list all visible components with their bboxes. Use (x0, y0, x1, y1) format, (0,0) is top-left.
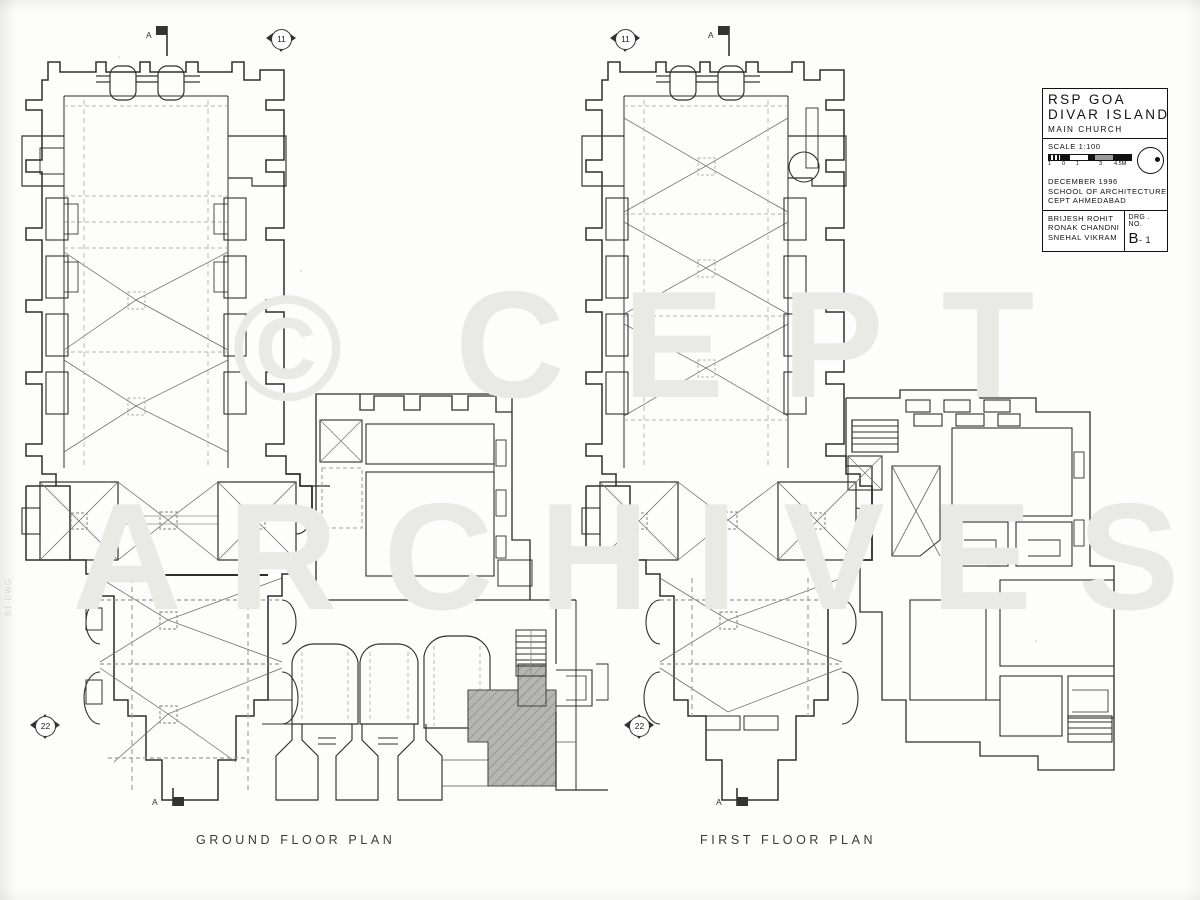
drawing-number-label: DRG . NO. (1128, 213, 1150, 228)
grid-bubble-label: 22 (629, 716, 650, 737)
grid-bubble-22-first: 22 (622, 714, 656, 740)
author-row: BRIJESH ROHIT (1048, 213, 1114, 223)
paved-courtyard (467, 663, 557, 787)
author-row: RONAK CHANDNI (1048, 223, 1120, 233)
lower-nave (83, 574, 299, 790)
institution-line2: CEPT AHMEDABAD (1048, 196, 1127, 206)
title-block-scale-info: SCALE 1:100 1 0 1 3 4.5M (1043, 139, 1167, 211)
title-block: RSP GOA DIVAR ISLAND MAIN CHURCH SCALE 1… (1042, 88, 1168, 252)
grid-bubble-11-first: 11 (608, 27, 642, 53)
staircase-first (851, 419, 899, 453)
nave-vaults (63, 100, 229, 468)
annex-rooms (319, 419, 533, 587)
title-block-project: RSP GOA DIVAR ISLAND MAIN CHURCH (1043, 89, 1167, 139)
scan-speck (300, 270, 302, 272)
nave-outer-wall (25, 61, 313, 801)
scale-tick-labels: 1 0 1 3 4.5M (1048, 160, 1127, 167)
scan-speck (1035, 640, 1037, 642)
chapel-arcade (262, 635, 491, 801)
scale-bar (1048, 153, 1132, 161)
ground-floor-plan (21, 61, 609, 801)
project-subject: MAIN CHURCH (1048, 125, 1123, 134)
first-floor-plan (581, 61, 1115, 801)
transept-walls (25, 486, 313, 561)
ground-floor-plan-caption: GROUND FLOOR PLAN (196, 833, 396, 847)
first-floor-east-wing (845, 389, 1115, 771)
author-row: SNEHAL VIKRAM (1048, 232, 1118, 242)
grid-bubble-22-ground: 22 (28, 714, 62, 740)
drawing-date: DECEMBER 1996 (1048, 177, 1118, 186)
grid-bubble-label: 11 (271, 29, 292, 50)
first-floor-plan-caption: FIRST FLOOR PLAN (700, 833, 877, 847)
staircase-first-lower (1067, 715, 1113, 743)
scan-speck (640, 350, 642, 352)
drawing-number-value: B- 1 (1128, 229, 1152, 247)
right-annex (296, 393, 531, 601)
grid-bubble-11-ground: 11 (264, 27, 298, 53)
right-transept (217, 481, 310, 561)
choir-loft (581, 107, 847, 187)
section-marker-a-bottom-right: A (716, 788, 756, 814)
title-block-footer: BRIJESH ROHIT RONAK CHANDNI SNEHAL VIKRA… (1043, 210, 1167, 251)
crossing-vault (117, 481, 219, 561)
staircase-ground (515, 629, 547, 677)
tower-chambers (21, 135, 287, 187)
annex-east-rooms (530, 599, 609, 791)
section-marker-a-top-right: A (708, 26, 748, 60)
scan-speck (118, 56, 120, 58)
project-name-line2: DIVAR ISLAND (1048, 107, 1170, 122)
grid-bubble-label: 11 (615, 29, 636, 50)
project-name-line1: RSP GOA (1048, 92, 1127, 107)
nave-piers (45, 197, 247, 415)
facade-pilasters (96, 65, 200, 101)
grid-bubble-label: 22 (35, 716, 56, 737)
section-marker-a-top-left: A (146, 26, 186, 60)
scale-label: SCALE 1:100 (1048, 142, 1101, 151)
section-marker-a-bottom-left: A (152, 788, 192, 814)
author-list: BRIJESH ROHIT RONAK CHANDNI SNEHAL VIKRA… (1043, 210, 1125, 251)
left-transept (21, 481, 119, 561)
nave-outer-wall-first (585, 61, 873, 801)
institution-line1: SCHOOL OF ARCHITECTURE (1048, 186, 1167, 196)
drawing-number-box: DRG . NO. B- 1 (1125, 211, 1167, 251)
north-arrow-icon (1137, 147, 1164, 174)
